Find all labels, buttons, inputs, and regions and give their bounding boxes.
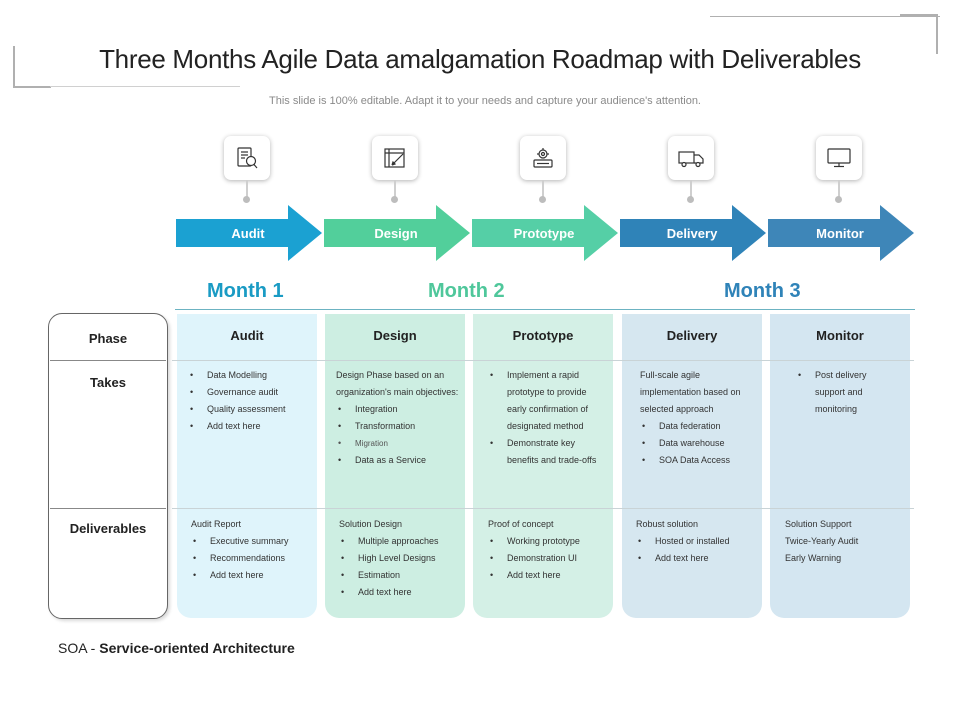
column-monitor — [770, 314, 910, 618]
list-item: Recommendations — [191, 550, 313, 567]
phase-arrow-delivery — [620, 205, 766, 261]
list-item: Add text here — [339, 584, 461, 601]
cell-intro: Solution Support — [785, 519, 852, 529]
arrow-label-design: Design — [374, 226, 418, 241]
list-item: Executive summary — [191, 533, 313, 550]
arrow-label-delivery: Delivery — [666, 226, 718, 241]
frame-line-top-right-vertical — [936, 14, 938, 54]
title-underline — [50, 86, 240, 87]
frame-line-top-right-corner — [900, 14, 938, 16]
list-item: Data warehouse — [640, 435, 752, 452]
column-header-delivery: Delivery — [666, 328, 718, 343]
arrow-label-monitor: Monitor — [816, 226, 864, 241]
list-item: Add text here — [191, 567, 313, 584]
list-item: Add text here — [188, 418, 312, 435]
list-item: High Level Designs — [339, 550, 461, 567]
column-header-audit: Audit — [230, 328, 264, 343]
list-item: Add text here — [636, 550, 758, 567]
list-item: Transformation — [336, 418, 460, 435]
deliverables-cell-delivery: Robust solution Hosted or installed Add … — [636, 516, 758, 567]
phase-arrow-monitor — [768, 205, 914, 261]
connector-dot — [539, 196, 546, 203]
list-item: Data Modelling — [188, 367, 312, 384]
connector-stem — [690, 180, 692, 198]
deliverables-cell-prototype: Proof of concept Working prototype Demon… — [488, 516, 610, 584]
phase-arrow-prototype — [472, 205, 618, 261]
prototype-gear-icon — [520, 136, 566, 180]
list-item: Quality assessment — [188, 401, 312, 418]
connector-stem — [394, 180, 396, 198]
cell-intro: Solution Design — [339, 519, 403, 529]
takes-cell-design: Design Phase based on an organization's … — [336, 367, 460, 469]
connector-dot — [835, 196, 842, 203]
frame-line-top-left-vertical — [13, 46, 15, 88]
row-label-phase: Phase — [88, 331, 128, 346]
frame-line-top-right-horizontal — [710, 16, 940, 17]
list-item: Post delivery support and monitoring — [796, 367, 892, 418]
takes-cell-prototype: Implement a rapid prototype to provide e… — [488, 367, 608, 469]
cell-intro: Design Phase based on an organization's … — [336, 370, 459, 397]
phase-arrow-audit — [176, 205, 322, 261]
row-label-deliverables: Deliverables — [69, 521, 147, 536]
page-title: Three Months Agile Data amalgamation Roa… — [99, 44, 861, 74]
delivery-truck-icon — [668, 136, 714, 180]
list-item: Integration — [336, 401, 460, 418]
connector-stem — [246, 180, 248, 198]
design-tools-icon — [372, 136, 418, 180]
list-item: Working prototype — [488, 533, 610, 550]
cell-intro: Proof of concept — [488, 519, 554, 529]
connector-dot — [391, 196, 398, 203]
list-item: Implement a rapid prototype to provide e… — [488, 367, 608, 435]
month-3-label: Month 3 — [724, 280, 801, 302]
list-item: Add text here — [488, 567, 610, 584]
list-item: Migration — [336, 435, 460, 452]
arrow-label-audit: Audit — [231, 226, 265, 241]
cell-intro: Audit Report — [191, 519, 242, 529]
page-subtitle: This slide is 100% editable. Adapt it to… — [269, 95, 701, 107]
list-item: SOA Data Access — [640, 452, 752, 469]
row-label-takes: Takes — [90, 375, 126, 390]
connector-stem — [838, 180, 840, 198]
deliverables-cell-design: Solution Design Multiple approaches High… — [339, 516, 461, 601]
takes-cell-monitor: Post delivery support and monitoring — [796, 367, 892, 418]
deliverables-cell-audit: Audit Report Executive summary Recommend… — [191, 516, 313, 584]
takes-cell-audit: Data Modelling Governance audit Quality … — [188, 367, 312, 435]
cell-intro: Robust solution — [636, 519, 699, 529]
row-label-divider — [50, 360, 166, 361]
list-item: Estimation — [339, 567, 461, 584]
takes-cell-delivery: Full-scale agile implementation based on… — [640, 367, 752, 469]
phase-arrow-design — [324, 205, 470, 261]
list-item: Demonstration UI — [488, 550, 610, 567]
list-item: Hosted or installed — [636, 533, 758, 550]
deliverables-cell-monitor: Solution Support Twice-Yearly Audit Earl… — [785, 516, 907, 567]
row-label-panel — [48, 313, 168, 619]
column-header-design: Design — [373, 328, 417, 343]
footnote-abbr: SOA - — [58, 640, 100, 656]
arrow-label-prototype: Prototype — [513, 226, 575, 241]
cell-line: Early Warning — [785, 553, 842, 563]
footnote: SOA - Service-oriented Architecture — [58, 640, 295, 656]
list-item: Demonstrate key benefits and trade-offs — [488, 435, 608, 469]
row-label-divider — [50, 508, 166, 509]
month-divider-line — [175, 309, 915, 310]
column-header-monitor: Monitor — [816, 328, 864, 343]
month-1-label: Month 1 — [207, 280, 284, 302]
monitor-icon — [816, 136, 862, 180]
connector-stem — [542, 180, 544, 198]
frame-line-top-left-horizontal — [13, 86, 51, 88]
footnote-full: Service-oriented Architecture — [99, 640, 295, 656]
column-header-prototype: Prototype — [512, 328, 574, 343]
list-item: Multiple approaches — [339, 533, 461, 550]
connector-dot — [243, 196, 250, 203]
cell-intro: Full-scale agile implementation based on… — [640, 370, 741, 414]
connector-dot — [687, 196, 694, 203]
row-divider-phase — [172, 360, 914, 361]
list-item: Data federation — [640, 418, 752, 435]
row-divider-takes — [172, 508, 914, 509]
month-2-label: Month 2 — [428, 280, 505, 302]
cell-line: Twice-Yearly Audit — [785, 536, 859, 546]
audit-report-icon — [224, 136, 270, 180]
list-item: Data as a Service — [336, 452, 460, 469]
list-item: Governance audit — [188, 384, 312, 401]
